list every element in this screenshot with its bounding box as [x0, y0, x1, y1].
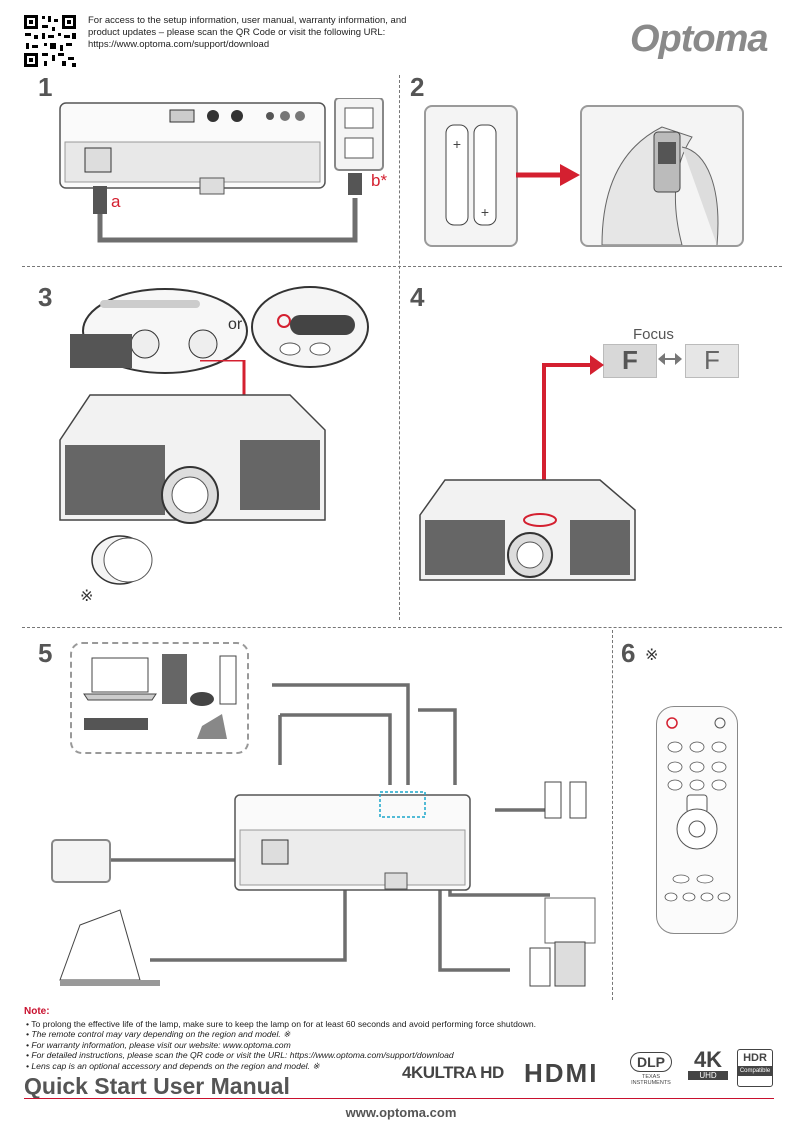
step-5-number: 5	[38, 638, 53, 668]
note-item: • Lens cap is an optional accessory and …	[26, 1060, 320, 1071]
divider-vertical-top	[399, 75, 400, 620]
notes-title: Note:	[24, 1006, 50, 1017]
intro-text: For access to the setup information, use…	[88, 15, 407, 50]
remote-control	[656, 706, 738, 934]
page-title: Quick Start User Manual	[24, 1073, 290, 1099]
note-item: • To prolong the effective life of the l…	[26, 1019, 537, 1029]
step-4-number: 4	[410, 282, 425, 312]
svg-text:+: +	[453, 136, 461, 152]
focus-pointer-arrow	[536, 350, 606, 525]
step-6-ref-mark: ※	[645, 647, 659, 664]
step-3-number: 3	[38, 282, 53, 312]
insert-arrow	[516, 162, 582, 193]
or-label: or	[228, 316, 243, 333]
battery-panel: + +	[424, 105, 518, 247]
footer-url[interactable]: www.optoma.com	[345, 1105, 457, 1120]
note-item: • The remote control may vary depending …	[26, 1029, 291, 1040]
projector-front-3	[50, 358, 330, 590]
remote-battery-photo	[580, 105, 744, 247]
focus-double-arrow	[658, 352, 682, 371]
4k-uhd-logo: 4K UHD	[688, 1049, 728, 1080]
focus-blurred-sample: F	[603, 344, 657, 378]
divider-horizontal-1	[22, 266, 782, 267]
dlp-logo: DLP TEXAS INSTRUMENTS	[630, 1052, 672, 1086]
step-1-illustration	[55, 97, 395, 263]
cable-label-a: a	[111, 192, 121, 211]
divider-vertical-bottom	[612, 630, 613, 1000]
cable-label-b: b*	[371, 171, 388, 190]
remote-power-closeup	[250, 285, 370, 370]
hdr-logo: HDR Compatible	[737, 1049, 773, 1087]
focus-sharp-sample: F	[685, 344, 739, 378]
divider-horizontal-2	[22, 627, 782, 628]
footer-divider	[24, 1098, 774, 1099]
note-item: • For warranty information, please visit…	[26, 1039, 291, 1050]
notes-list: • To prolong the effective life of the l…	[26, 1019, 586, 1071]
connection-diagram	[40, 680, 600, 995]
hdmi-logo: HDMI	[524, 1058, 599, 1088]
source-devices-group	[70, 642, 249, 754]
note-item: • For detailed instructions, please scan…	[26, 1050, 454, 1061]
step-6-number: 6	[621, 638, 636, 668]
step-2-number: 2	[410, 72, 425, 102]
ultra-hd-logo: 4KULTRA HD	[402, 1063, 504, 1082]
step-1-number: 1	[38, 72, 53, 102]
projector-front-4	[415, 470, 640, 600]
svg-text:+: +	[481, 204, 489, 220]
qr-code	[22, 13, 78, 69]
focus-label: Focus	[633, 326, 674, 343]
brand-logo: Optoma	[630, 18, 769, 60]
power-button-closeup	[70, 286, 250, 386]
lens-cap-ref-mark: ※	[80, 588, 94, 605]
